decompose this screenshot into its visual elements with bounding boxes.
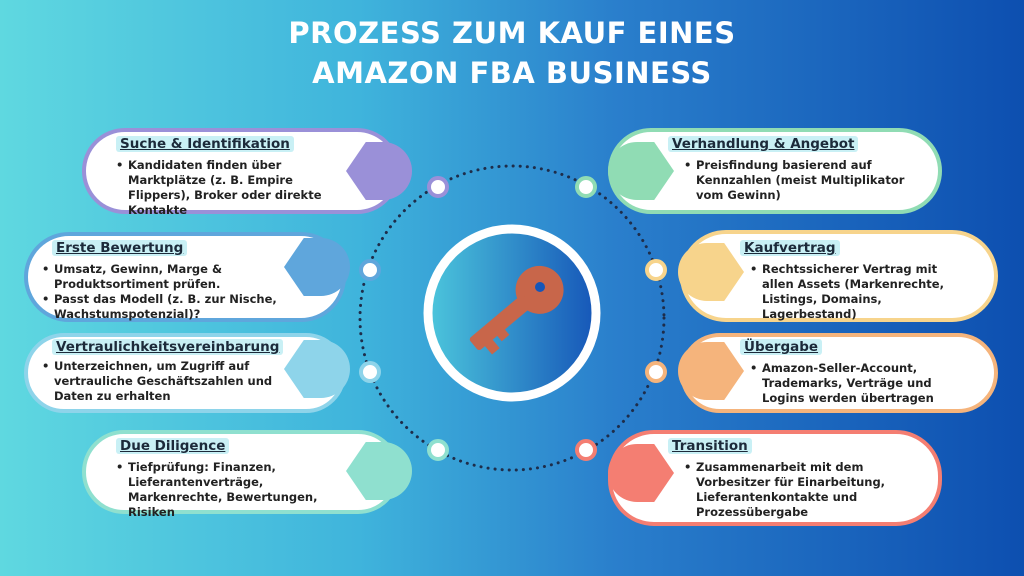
step-dot [427, 176, 449, 198]
step-dot [575, 439, 597, 461]
step-card: Suche & IdentifikationKandidaten finden … [82, 128, 400, 217]
key-hole [535, 282, 545, 292]
title-line-2: AMAZON FBA BUSINESS [312, 56, 712, 90]
dotted-ring [358, 164, 666, 472]
step-dot [359, 361, 381, 383]
step-title: Transition [668, 438, 752, 454]
bullet-item: Amazon-Seller-Account, Trademarks, Vertr… [748, 361, 972, 406]
step-dot [575, 176, 597, 198]
bullet-item: Umsatz, Gewinn, Marge & Produktsortiment… [40, 262, 280, 292]
step-bullets: Tiefprüfung: Finanzen, Lieferantenverträ… [114, 460, 334, 520]
step-title: Übergabe [740, 339, 823, 355]
step-bullets: Umsatz, Gewinn, Marge & Produktsortiment… [40, 262, 280, 322]
bullet-item: Zusammenarbeit mit dem Vorbesitzer für E… [682, 460, 916, 520]
step-title: Erste Bewertung [52, 240, 188, 256]
step-dot [645, 361, 667, 383]
bullet-item: Passt das Modell (z. B. zur Nische, Wach… [40, 292, 280, 322]
title-line-1: PROZESS ZUM KAUF EINES [288, 16, 736, 50]
step-dot [359, 259, 381, 281]
step-bullets: Unterzeichnen, um Zugriff auf vertraulic… [40, 359, 280, 404]
bullet-item: Preisfindung basierend auf Kennzahlen (m… [682, 158, 916, 203]
step-bullets: Preisfindung basierend auf Kennzahlen (m… [682, 158, 916, 203]
step-card: KaufvertragRechtssicherer Vertrag mit al… [680, 230, 998, 322]
step-title: Kaufvertrag [740, 240, 840, 256]
step-title: Suche & Identifikation [116, 136, 294, 152]
bullet-item: Kandidaten finden über Marktplätze (z. B… [114, 158, 334, 218]
step-dot [427, 439, 449, 461]
step-title: Due Diligence [116, 438, 230, 454]
step-title: Verhandlung & Angebot [668, 136, 859, 152]
step-dot [645, 259, 667, 281]
bullet-item: Tiefprüfung: Finanzen, Lieferantenverträ… [114, 460, 334, 520]
step-bullets: Zusammenarbeit mit dem Vorbesitzer für E… [682, 460, 916, 520]
step-bullets: Rechtssicherer Vertrag mit allen Assets … [748, 262, 972, 322]
bullet-item: Rechtssicherer Vertrag mit allen Assets … [748, 262, 972, 322]
step-card: Due DiligenceTiefprüfung: Finanzen, Lief… [82, 430, 400, 519]
step-card: TransitionZusammenarbeit mit dem Vorbesi… [608, 430, 942, 526]
step-title: Vertraulichkeitsvereinbarung [52, 339, 284, 355]
step-bullets: Kandidaten finden über Marktplätze (z. B… [114, 158, 334, 218]
step-card: VertraulichkeitsvereinbarungUnterzeichne… [24, 333, 346, 413]
step-bullets: Amazon-Seller-Account, Trademarks, Vertr… [748, 361, 972, 406]
step-card: ÜbergabeAmazon-Seller-Account, Trademark… [680, 333, 998, 413]
bullet-item: Unterzeichnen, um Zugriff auf vertraulic… [40, 359, 280, 404]
